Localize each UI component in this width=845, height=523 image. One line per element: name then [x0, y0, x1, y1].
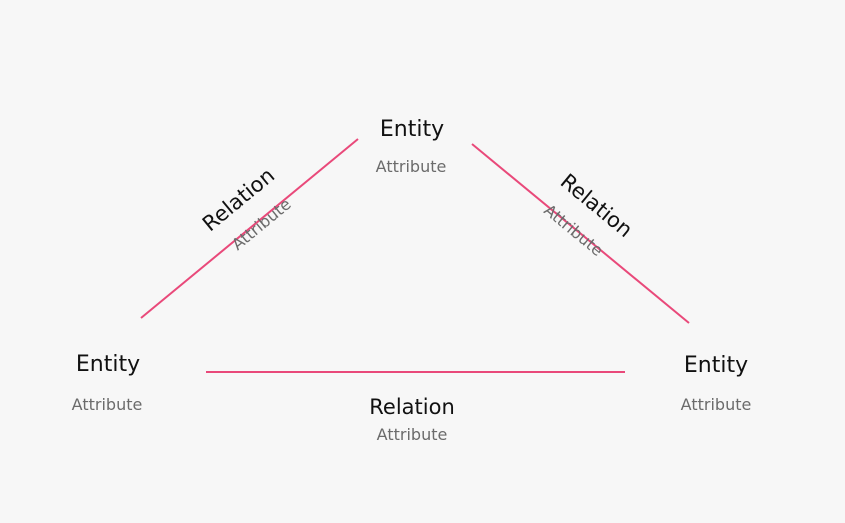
entity-left-label: Entity: [76, 352, 140, 377]
entity-left: Entity Attribute: [72, 352, 143, 414]
edge-top-to-left: [140, 138, 359, 319]
entity-top: Entity Attribute: [376, 117, 447, 176]
edge-top-to-right: [471, 143, 690, 324]
entity-top-attribute: Attribute: [376, 157, 447, 176]
entity-right-attribute: Attribute: [681, 395, 752, 414]
entity-left-attribute: Attribute: [72, 395, 143, 414]
entity-right: Entity Attribute: [681, 353, 752, 414]
entity-right-label: Entity: [684, 353, 748, 378]
relation-bottom-attribute: Attribute: [377, 425, 448, 444]
relation-left: Relation Attribute: [198, 163, 295, 254]
relation-right: Relation Attribute: [540, 169, 637, 260]
relation-bottom-label: Relation: [369, 395, 455, 419]
entity-top-label: Entity: [380, 117, 444, 142]
relation-bottom: Relation Attribute: [369, 395, 455, 444]
